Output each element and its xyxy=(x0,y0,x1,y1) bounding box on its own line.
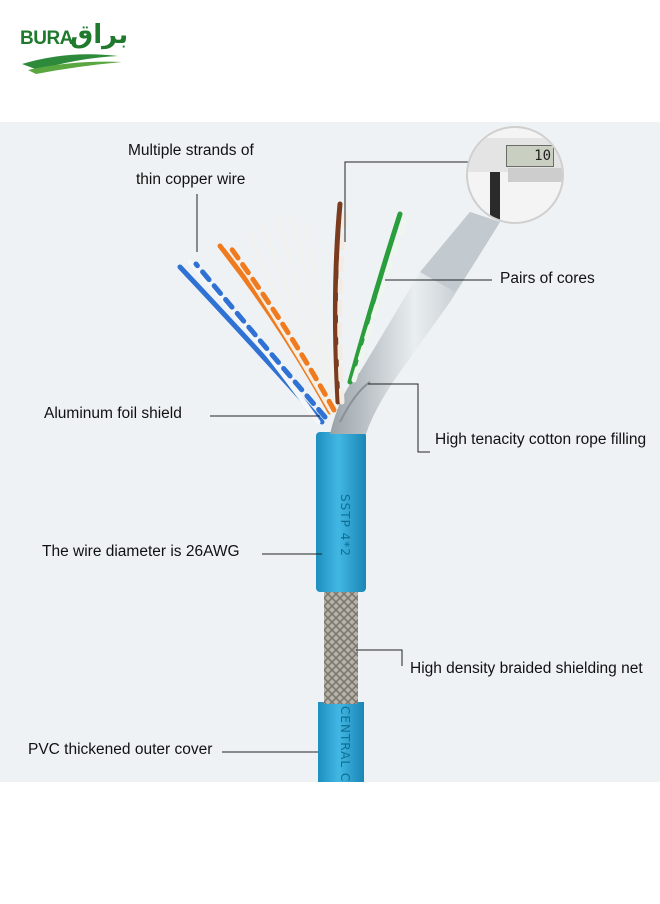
label-pvc-cover: PVC thickened outer cover xyxy=(28,741,213,758)
cable-illustration xyxy=(177,161,500,782)
cable-jacket-upper xyxy=(316,432,366,592)
caliper-reading: 10 xyxy=(506,145,554,167)
cable-print-upper: SSTP 4*2 xyxy=(338,494,352,557)
label-braided-net: High density braided shielding net xyxy=(410,660,643,677)
label-aluminum-foil: Aluminum foil shield xyxy=(44,405,182,422)
caliper-inset: 10 xyxy=(466,126,564,224)
logo-arabic-text: براق xyxy=(70,20,129,50)
cable-diagram: 10 SSTP 4*2 CENTRAL CAB xyxy=(0,122,660,782)
caliper-body xyxy=(468,138,562,222)
label-copper-strands-line1: Multiple strands of xyxy=(128,142,254,159)
leader-lines xyxy=(196,161,492,753)
green-pair xyxy=(347,211,409,385)
orange-pair xyxy=(217,241,337,415)
label-copper-strands-line2: thin copper wire xyxy=(136,171,246,188)
braided-shield xyxy=(324,590,358,704)
cable-print-lower: CENTRAL CAB xyxy=(338,706,352,782)
logo-leaf-swoosh xyxy=(22,54,122,74)
label-pairs-of-cores: Pairs of cores xyxy=(500,270,595,287)
label-wire-diameter: The wire diameter is 26AWG xyxy=(42,543,240,560)
blue-pair xyxy=(177,259,328,425)
brand-logo: BURA براق xyxy=(18,20,128,78)
cable-jacket-lower xyxy=(318,702,364,782)
logo-latin-text: BURA xyxy=(20,28,73,49)
label-cotton-filling: High tenacity cotton rope filling xyxy=(435,431,647,448)
brown-pair xyxy=(332,201,349,405)
